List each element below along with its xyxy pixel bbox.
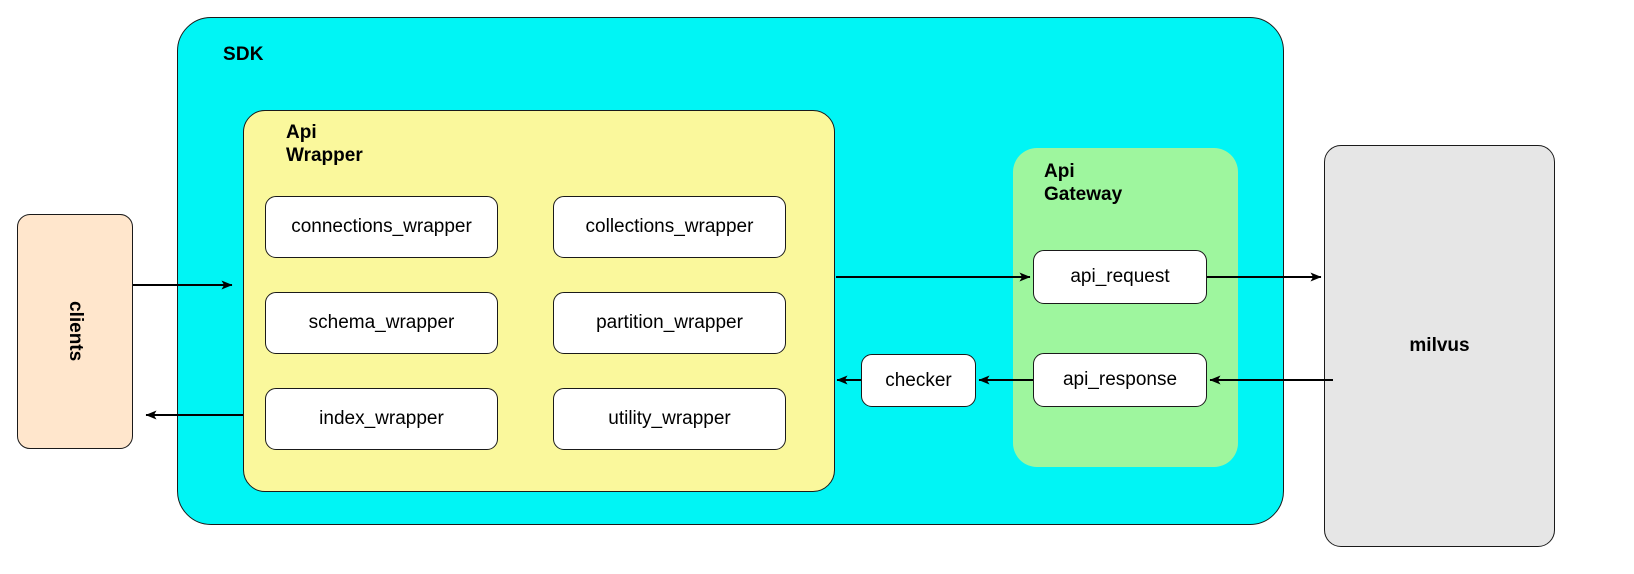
utility-wrapper-box[interactable]: utility_wrapper bbox=[553, 388, 786, 450]
api-response-label: api_response bbox=[1062, 369, 1178, 390]
collections-wrapper-label: collections_wrapper bbox=[585, 216, 754, 237]
schema-wrapper-box[interactable]: schema_wrapper bbox=[265, 292, 498, 354]
api-response-box[interactable]: api_response bbox=[1033, 353, 1207, 407]
partition-wrapper-box[interactable]: partition_wrapper bbox=[553, 292, 786, 354]
index-wrapper-box[interactable]: index_wrapper bbox=[265, 388, 498, 450]
api-request-label: api_request bbox=[1070, 266, 1170, 287]
connections-wrapper-box[interactable]: connections_wrapper bbox=[265, 196, 498, 258]
api-request-box[interactable]: api_request bbox=[1033, 250, 1207, 304]
utility-wrapper-label: utility_wrapper bbox=[608, 408, 731, 429]
milvus-box[interactable]: milvus bbox=[1324, 145, 1555, 547]
collections-wrapper-box[interactable]: collections_wrapper bbox=[553, 196, 786, 258]
api-gateway-container[interactable]: Api Gateway bbox=[1013, 148, 1238, 467]
partition-wrapper-label: partition_wrapper bbox=[596, 312, 743, 333]
clients-box[interactable]: clients bbox=[17, 214, 133, 449]
checker-box[interactable]: checker bbox=[861, 354, 976, 407]
sdk-label: SDK bbox=[223, 44, 264, 65]
milvus-label: milvus bbox=[1409, 335, 1470, 356]
api-gateway-label: Api Gateway bbox=[1044, 161, 1123, 206]
clients-label: clients bbox=[65, 301, 86, 362]
checker-label: checker bbox=[885, 369, 952, 391]
connections-wrapper-label: connections_wrapper bbox=[291, 216, 472, 237]
index-wrapper-label: index_wrapper bbox=[319, 408, 444, 429]
api-wrapper-label: Api Wrapper bbox=[286, 122, 363, 167]
schema-wrapper-label: schema_wrapper bbox=[308, 312, 455, 333]
